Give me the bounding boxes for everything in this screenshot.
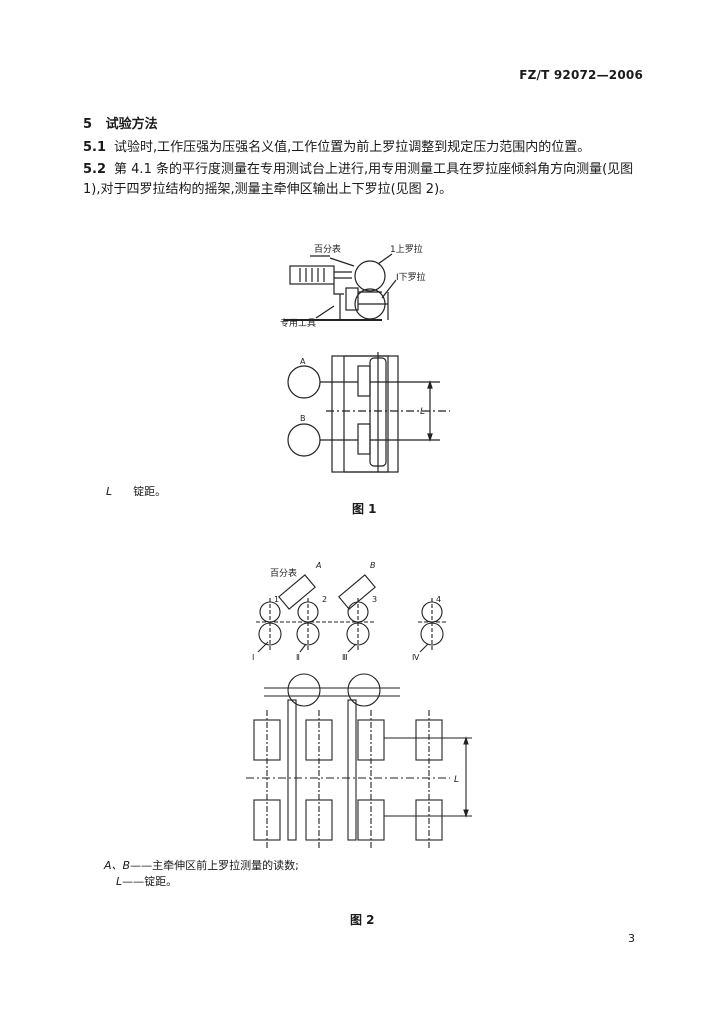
top-roller-label: 1上罗拉 xyxy=(390,243,423,255)
fig2-dial-gauge-label: 百分表 xyxy=(270,567,297,579)
figure-2-caption: 图 2 xyxy=(350,913,375,927)
figure-2-legend-2: L——锭距。 xyxy=(116,873,177,889)
figure-2-roller-sections xyxy=(256,574,446,653)
fig2-n4: 4 xyxy=(436,595,441,604)
gauge-b-dial xyxy=(287,423,321,457)
legend-symbol: A、B xyxy=(104,859,131,872)
page-number: 3 xyxy=(628,932,635,945)
fig2-r4: Ⅳ xyxy=(412,653,420,662)
figure-1-caption: 图 1 xyxy=(352,502,377,516)
special-tool-label: 专用工具 xyxy=(280,317,316,329)
gauge-a-label: A xyxy=(300,357,306,366)
figure-2-legend-1: A、B——主牵伸区前上罗拉测量的读数; xyxy=(104,857,299,873)
fig2-gauge-b-dial xyxy=(347,673,381,707)
figure-2-diagram: 百分表 A B 1 2 3 4 Ⅰ Ⅱ Ⅲ Ⅳ L xyxy=(246,561,472,850)
paragraph-number: 5.2 xyxy=(83,162,107,177)
fig2-r3: Ⅲ xyxy=(342,653,348,662)
fig2-n2: 2 xyxy=(322,595,327,604)
paragraph-5-1: 5.1 试验时,工作压强为压强名义值,工作位置为前上罗拉调整到规定压力范围内的位置… xyxy=(83,138,643,158)
dial-gauge-body xyxy=(289,265,335,285)
bottom-roller-label: Ⅰ下罗拉 xyxy=(396,271,426,283)
legend-symbol: L xyxy=(116,875,123,888)
fig2-dim-l-label: L xyxy=(454,775,459,785)
gauge-b-label: B xyxy=(300,414,306,423)
legend-text: ——锭距。 xyxy=(122,875,178,888)
fig2-r1: Ⅰ xyxy=(252,653,254,662)
section-heading: 5 试验方法 xyxy=(83,113,158,132)
section-number: 5 xyxy=(83,117,93,132)
figure-1-top-view xyxy=(287,352,450,473)
fig2-n3: 3 xyxy=(372,595,377,604)
section-title: 试验方法 xyxy=(105,117,158,132)
figure-1-legend: L 锭距。 xyxy=(106,483,166,499)
legend-text: ——主牵伸区前上罗拉测量的读数; xyxy=(130,859,299,872)
fig2-r2: Ⅱ xyxy=(296,653,300,662)
paragraph-text: 第 4.1 条的平行度测量在专用测试台上进行,用专用测量工具在罗拉座倾斜角方向测… xyxy=(83,162,634,197)
fig2-gauge-a-dial xyxy=(287,673,321,707)
dim-l-label: L xyxy=(420,407,425,417)
figure-1-diagram: 百分表 1上罗拉 Ⅰ下罗拉 专用工具 A B L xyxy=(280,243,450,473)
figure-2-top-view xyxy=(246,673,472,850)
legend-symbol: L xyxy=(106,485,113,498)
fig2-gauge-b-label: B xyxy=(370,561,376,570)
paragraph-number: 5.1 xyxy=(83,140,107,155)
figure-1-side-view xyxy=(284,253,397,321)
top-roller-circle xyxy=(354,260,386,292)
standard-code: FZ/T 92072—2006 xyxy=(519,68,643,82)
legend-text: 锭距。 xyxy=(133,485,167,498)
gauge-a-dial xyxy=(287,365,321,399)
fig2-n1: 1 xyxy=(274,595,279,604)
dial-gauge-label: 百分表 xyxy=(314,243,341,255)
paragraph-text: 试验时,工作压强为压强名义值,工作位置为前上罗拉调整到规定压力范围内的位置。 xyxy=(114,140,591,155)
fig2-gauge-a-label: A xyxy=(315,561,321,570)
